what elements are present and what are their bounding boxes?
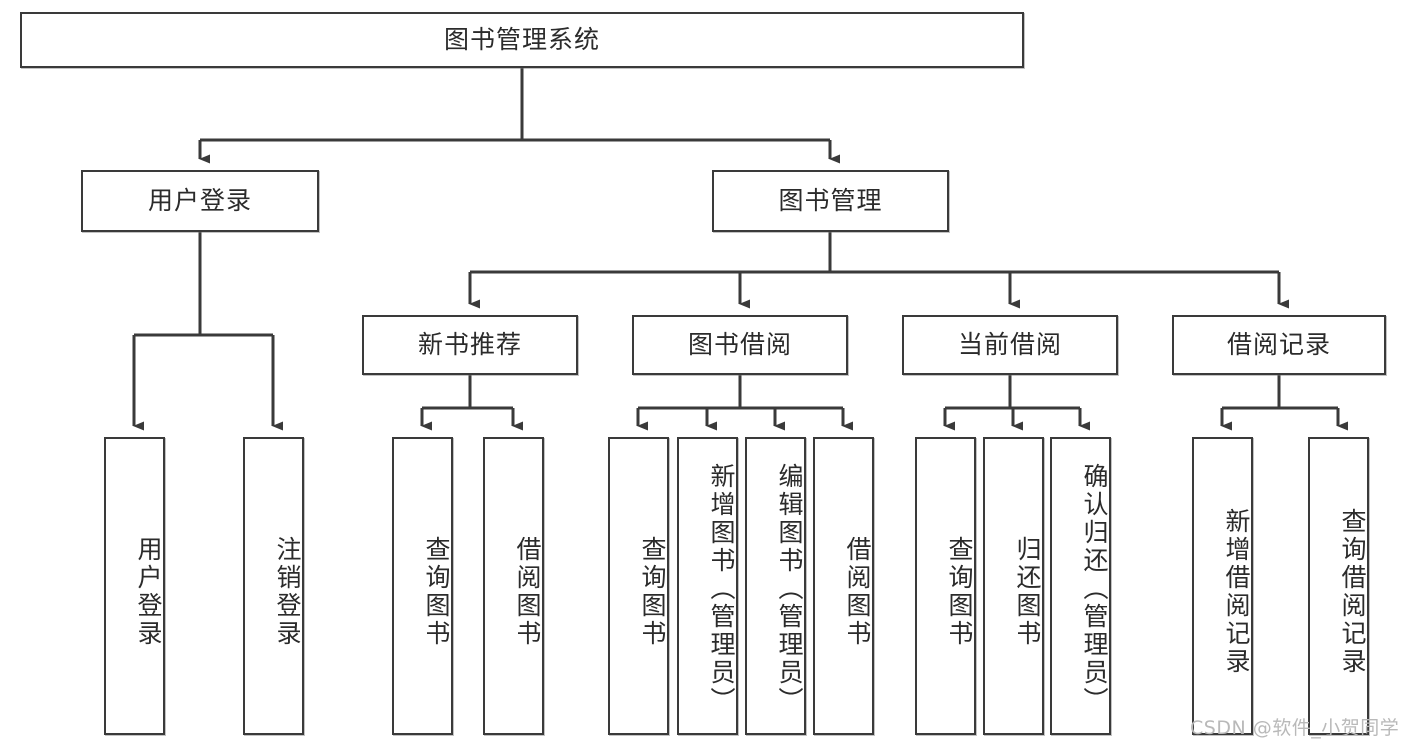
leaf-add-borrow-record[interactable]: 新增借阅记录 — [1192, 437, 1253, 735]
leaf-return-book-label: 归还图书 — [1013, 536, 1042, 648]
node-user-login[interactable]: 用户登录 — [81, 170, 319, 232]
node-new-book-recommend[interactable]: 新书推荐 — [362, 315, 578, 375]
node-book-management-label: 图书管理 — [778, 186, 883, 216]
leaf-user-login-label: 用户登录 — [134, 536, 163, 648]
leaf-query-book-current[interactable]: 查询图书 — [915, 437, 976, 735]
node-new-book-recommend-label: 新书推荐 — [417, 330, 522, 360]
leaf-add-book-admin-label: 新增图书（管理员） — [707, 463, 736, 715]
node-borrow-record[interactable]: 借阅记录 — [1172, 315, 1386, 375]
node-book-borrow-label: 图书借阅 — [687, 330, 792, 360]
leaf-borrow-book[interactable]: 借阅图书 — [813, 437, 874, 735]
node-root[interactable]: 图书管理系统 — [20, 12, 1024, 68]
leaf-edit-book-admin-label: 编辑图书（管理员） — [775, 463, 804, 715]
leaf-borrow-book-label: 借阅图书 — [843, 536, 872, 648]
leaf-logout[interactable]: 注销登录 — [243, 437, 304, 735]
leaf-query-borrow-record[interactable]: 查询借阅记录 — [1308, 437, 1369, 735]
leaf-user-login[interactable]: 用户登录 — [104, 437, 165, 735]
leaf-return-book[interactable]: 归还图书 — [983, 437, 1044, 735]
leaf-query-book-borrow[interactable]: 查询图书 — [608, 437, 669, 735]
leaf-confirm-return-admin-label: 确认归还（管理员） — [1080, 463, 1109, 715]
leaf-confirm-return-admin[interactable]: 确认归还（管理员） — [1050, 437, 1111, 735]
leaf-query-book-recommend-label: 查询图书 — [422, 536, 451, 648]
node-book-management[interactable]: 图书管理 — [712, 170, 949, 232]
leaf-borrow-book-recommend[interactable]: 借阅图书 — [483, 437, 544, 735]
leaf-logout-label: 注销登录 — [273, 536, 302, 648]
leaf-query-borrow-record-label: 查询借阅记录 — [1338, 508, 1367, 676]
leaf-edit-book-admin[interactable]: 编辑图书（管理员） — [745, 437, 806, 735]
leaf-add-book-admin[interactable]: 新增图书（管理员） — [677, 437, 738, 735]
leaf-add-borrow-record-label: 新增借阅记录 — [1222, 508, 1251, 676]
leaf-query-book-current-label: 查询图书 — [945, 536, 974, 648]
node-current-borrow-label: 当前借阅 — [957, 330, 1062, 360]
leaf-query-book-recommend[interactable]: 查询图书 — [392, 437, 453, 735]
leaf-borrow-book-recommend-label: 借阅图书 — [513, 536, 542, 648]
node-current-borrow[interactable]: 当前借阅 — [902, 315, 1118, 375]
node-root-label: 图书管理系统 — [443, 25, 600, 55]
watermark: CSDN @软件_小贺同学 — [1190, 717, 1400, 739]
leaf-query-book-borrow-label: 查询图书 — [638, 536, 667, 648]
node-borrow-record-label: 借阅记录 — [1226, 330, 1331, 360]
node-book-borrow[interactable]: 图书借阅 — [632, 315, 848, 375]
node-user-login-label: 用户登录 — [147, 186, 252, 216]
